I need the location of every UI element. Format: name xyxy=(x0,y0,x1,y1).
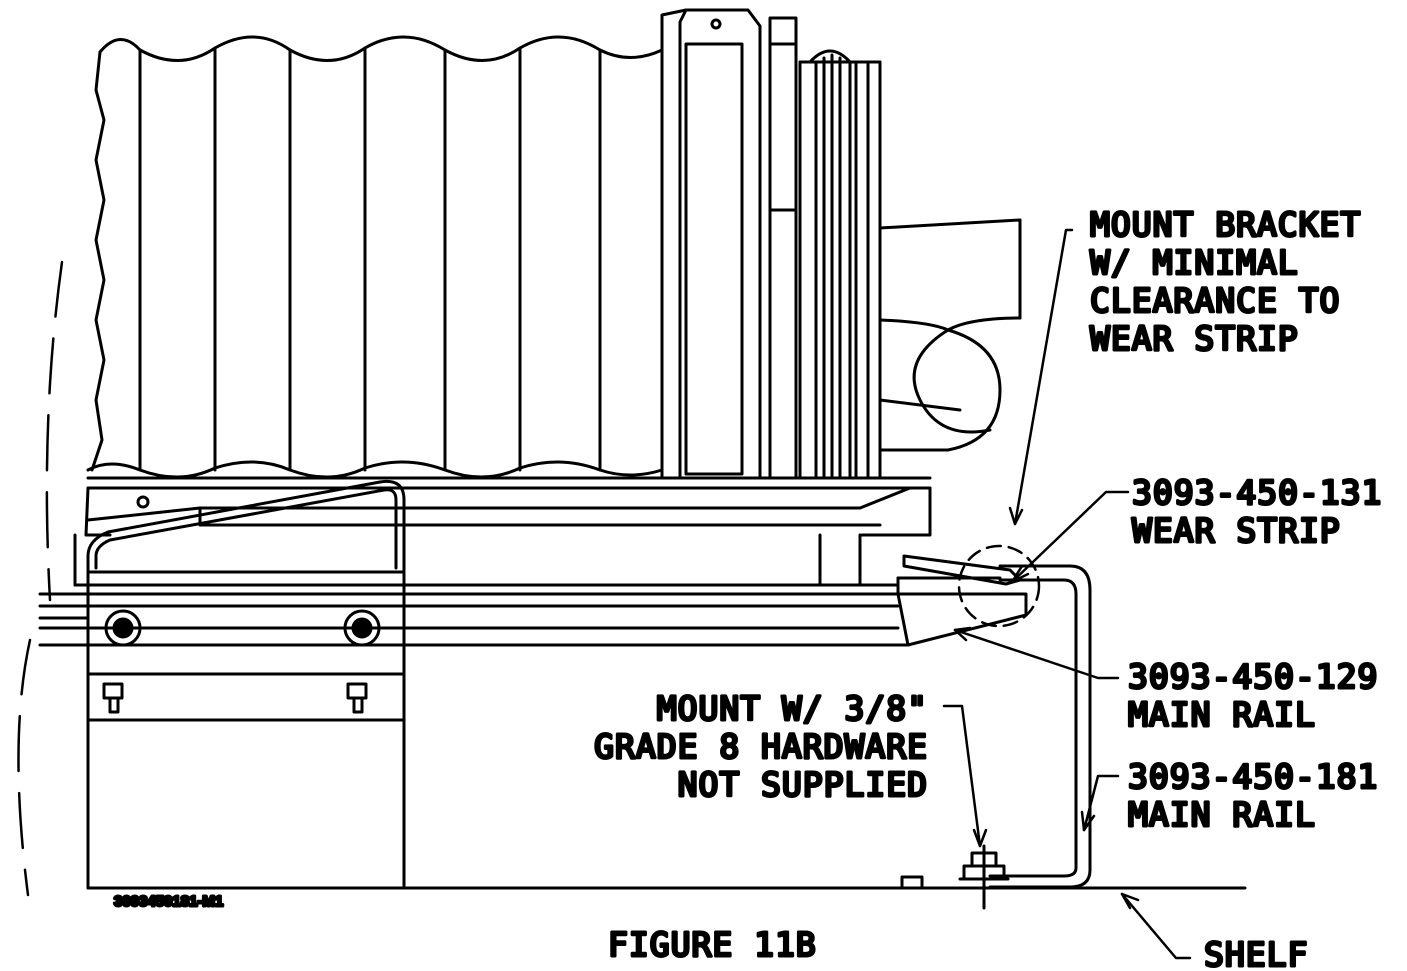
svg-text:WEAR STRIP: WEAR STRIP xyxy=(1132,511,1341,550)
callout-shelf: SHELF xyxy=(1204,935,1308,971)
svg-text:3093-450-131: 3093-450-131 xyxy=(1132,473,1382,512)
svg-text:3093-450-129: 3093-450-129 xyxy=(1128,657,1378,696)
svg-text:WEAR STRIP: WEAR STRIP xyxy=(1090,319,1299,358)
svg-text:NOT SUPPLIED: NOT SUPPLIED xyxy=(678,765,928,804)
callout-main-rail-181: 3093-450-181 MAIN RAIL xyxy=(1127,756,1379,836)
main-rail-181 xyxy=(988,564,1092,889)
figure-caption: FIGURE 11B xyxy=(608,925,817,964)
hardware-bolt xyxy=(958,844,1010,910)
svg-text:MOUNT W/ 3/8": MOUNT W/ 3/8" xyxy=(657,689,928,728)
svg-text:GRADE 8 HARDWARE: GRADE 8 HARDWARE xyxy=(594,727,928,766)
bed-frame xyxy=(73,476,932,587)
clamp-bracket xyxy=(86,479,406,890)
callout-mount-bracket: MOUNT BRACKET W/ MINIMAL CLEARANCE TO WE… xyxy=(1089,204,1362,360)
break-lines xyxy=(17,260,64,897)
leader-lines xyxy=(942,228,1192,960)
end-plate xyxy=(660,8,882,480)
svg-text:CLEARANCE TO: CLEARANCE TO xyxy=(1090,281,1340,320)
svg-text:MOUNT BRACKET: MOUNT BRACKET xyxy=(1090,205,1361,244)
callout-hardware: MOUNT W/ 3/8" GRADE 8 HARDWARE NOT SUPPL… xyxy=(593,688,929,806)
svg-text:3093-450-181: 3093-450-181 xyxy=(1128,757,1378,796)
svg-text:MAIN RAIL: MAIN RAIL xyxy=(1128,695,1316,734)
belt-loop xyxy=(878,218,1022,452)
drawing-number: 3093450181-M1 xyxy=(114,893,223,910)
belt-roller xyxy=(86,35,664,479)
svg-text:W/ MINIMAL: W/ MINIMAL xyxy=(1090,243,1299,282)
callout-main-rail-129: 3093-450-129 MAIN RAIL xyxy=(1127,656,1379,736)
callout-wear-strip: 3093-450-131 WEAR STRIP xyxy=(1131,472,1383,552)
svg-text:MAIN RAIL: MAIN RAIL xyxy=(1128,795,1316,834)
detail-circle xyxy=(957,544,1041,628)
shelf xyxy=(86,875,1247,890)
main-rail-129 xyxy=(38,576,1028,647)
